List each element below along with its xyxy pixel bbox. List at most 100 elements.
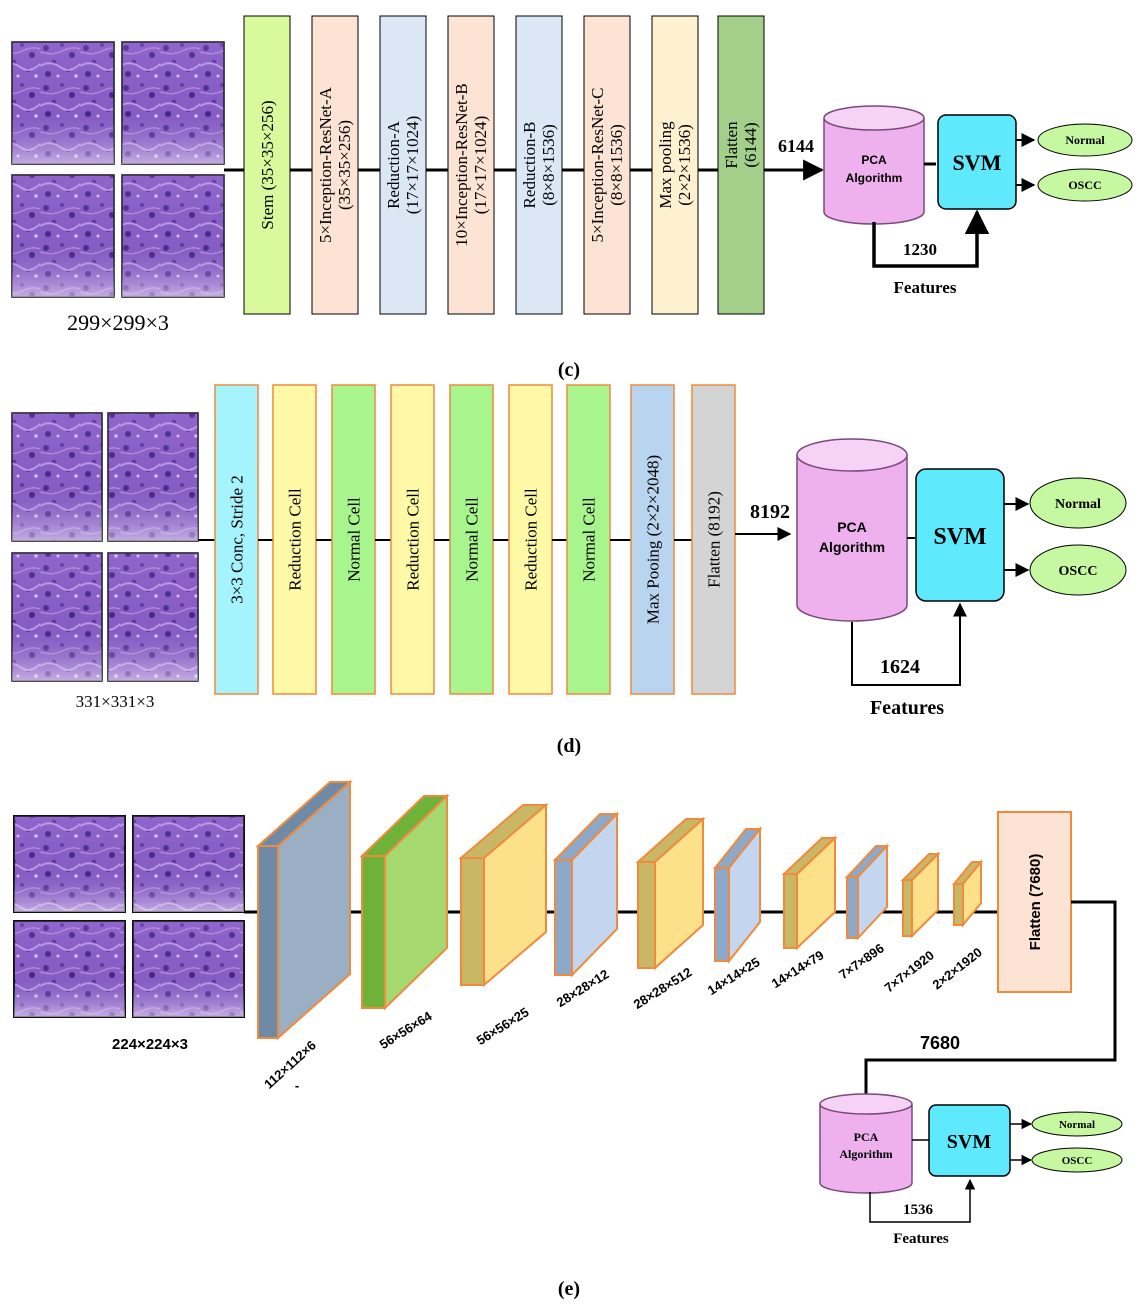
output-normal: Normal [1037,123,1133,157]
input-images-d [11,412,199,682]
svm-label: SVM [953,150,1002,175]
layer-28-28-512: 28×28×512 [631,816,706,1012]
feature-count: 1536 [903,1202,934,1218]
input-images-c [11,41,225,298]
layer-label: 7×7×896 [836,940,887,982]
histology-image-tile [13,920,126,1018]
flatten-label: Flatten (7680) [1027,854,1044,951]
block-label: Normal Cell [345,497,364,582]
pca-label-2: Algorithm [846,171,903,185]
block-flatten-6144: Flatten(6144) [717,15,765,315]
svm-box-icon [937,114,1017,210]
panel-caption: (c) [558,359,580,381]
histology-image-tile [132,920,245,1018]
pca-cylinder-icon [819,1093,913,1194]
layer-label: 2×2×1920 [930,945,985,993]
block-dims: (6144) [741,122,760,167]
block-dims: (17×17×1024) [403,116,422,215]
svm-label: SVM [947,1131,992,1153]
input-images-e [13,815,245,1018]
layer-28-28-12: 28×28×12 [552,811,620,1010]
block-dims: (35×35×256) [335,120,354,210]
flatten-block: Flatten (7680) [997,811,1072,993]
block-label: 10×Inception-ResNet-B [452,83,471,247]
pca-label: PCA [861,153,887,167]
pca-label-2: Algorithm [839,1147,892,1161]
panel-e: 224×224×3 112×112×6 56×56×64 56×56×25 28×28… [13,779,1123,1300]
output-normal-label: Normal [1059,1119,1095,1131]
cnn-block-sequence: Stem (35×35×256) 5×Inception-ResNet-A(35×… [243,15,765,315]
block-reduction-a-17-17-1024: Reduction-A(17×17×1024) [379,15,427,315]
histology-image-tile [11,41,115,165]
output-normal-label: Normal [1065,133,1105,147]
block-label: Max pooling [656,121,675,209]
histology-image-tile [107,412,199,542]
block-reduction-cell: Reduction Cell [508,384,553,695]
svm-box-icon [915,468,1005,602]
pca-cylinder-icon [796,438,908,622]
block-label: Stem (35×35×256) [258,100,277,229]
feature-count: 1230 [903,240,937,259]
block-max-pooing-2-2-2048: Max Pooing (2×2×2048) [630,384,675,695]
block-label: Max Pooing (2×2×2048) [644,455,663,624]
block-max-pooling-2-2-1536: Max pooling(2×2×1536) [651,15,699,315]
layer-14-14-79: 14×14×79 [769,835,838,991]
layer-label: 14×14×79 [769,947,827,991]
pca-label-2: Algorithm [819,539,885,555]
layer-7-7-1920: 7×7×1920 [882,851,941,996]
histology-image-tile [11,552,103,682]
histology-image-tile [121,174,225,298]
layer-56-56-64: 56×56×64 [359,793,450,1052]
block-label: 5×Inception-ResNet-A [316,86,335,243]
output-normal: Normal [1031,1111,1123,1137]
histology-image-tile [132,815,245,913]
input-size-label: 224×224×3 [112,1036,188,1053]
output-oscc-label: OSCC [1059,564,1098,579]
histology-image-tile [13,815,126,913]
block-normal-cell: Normal Cell [566,384,611,695]
block-stem-35-35-256: Stem (35×35×256) [243,15,291,315]
histology-image-tile [107,552,199,682]
svm-box-icon [928,1104,1011,1177]
block-5-inception-resnet-c-8-8-1536: 5×Inception-ResNet-C(8×8×1536) [583,15,631,315]
block-reduction-b-8-8-1536: Reduction-B(8×8×1536) [515,15,563,315]
block-flatten-8192: Flatten (8192) [691,384,736,695]
cnn-block-sequence: 3×3 Conc, Stride 2 Reduction Cell Normal C… [214,384,736,695]
block-dims: (17×17×1024) [471,116,490,215]
layer-label: 56×56×64 [377,1008,435,1052]
panel-c: 299×299×3 Stem (35×35×256)5×Inception-Re… [11,15,1133,381]
layer-7-7-896: 7×7×896 [836,843,890,982]
histology-image-tile [11,174,115,298]
layer-label-dash: - [295,1078,299,1093]
layer-56-56-25: 56×56×25 [458,802,549,1048]
layer-14-14-25: 14×14×25 [705,826,762,998]
panel-caption: (d) [557,735,581,757]
histology-image-tile [11,412,103,542]
block-label: Reduction Cell [404,488,423,591]
layer-label: 7×7×1920 [882,948,937,996]
panel-d: 331×331×3 3×3 Conc, Stride 2 Reduction Ce… [11,384,1127,757]
block-reduction-cell: Reduction Cell [272,384,317,695]
block-label: Normal Cell [580,497,599,582]
block-label: Reduction Cell [522,488,541,591]
output-oscc: OSCC [1031,1147,1123,1173]
block-normal-cell: Normal Cell [331,384,376,695]
histology-image-tile [121,41,225,165]
block-label: 3×3 Conc, Stride 2 [228,475,247,604]
svm-label: SVM [933,524,986,550]
layer-label: 56×56×25 [474,1004,532,1048]
input-size-label: 331×331×3 [76,692,155,711]
flatten-size-label: 6144 [778,136,814,156]
flatten-size-label: 8192 [750,501,790,523]
block-reduction-cell: Reduction Cell [390,384,435,695]
block-label: Normal Cell [463,497,482,582]
flatten-size-label: 7680 [920,1033,960,1053]
block-5-inception-resnet-a-35-35-256: 5×Inception-ResNet-A(35×35×256) [311,15,359,315]
output-normal: Normal [1029,477,1127,529]
block-label: Reduction-A [384,120,403,209]
layer-label: 112×112×6 [261,1038,319,1092]
layer-label: 28×28×512 [631,964,695,1012]
features-label: Features [893,1231,949,1247]
